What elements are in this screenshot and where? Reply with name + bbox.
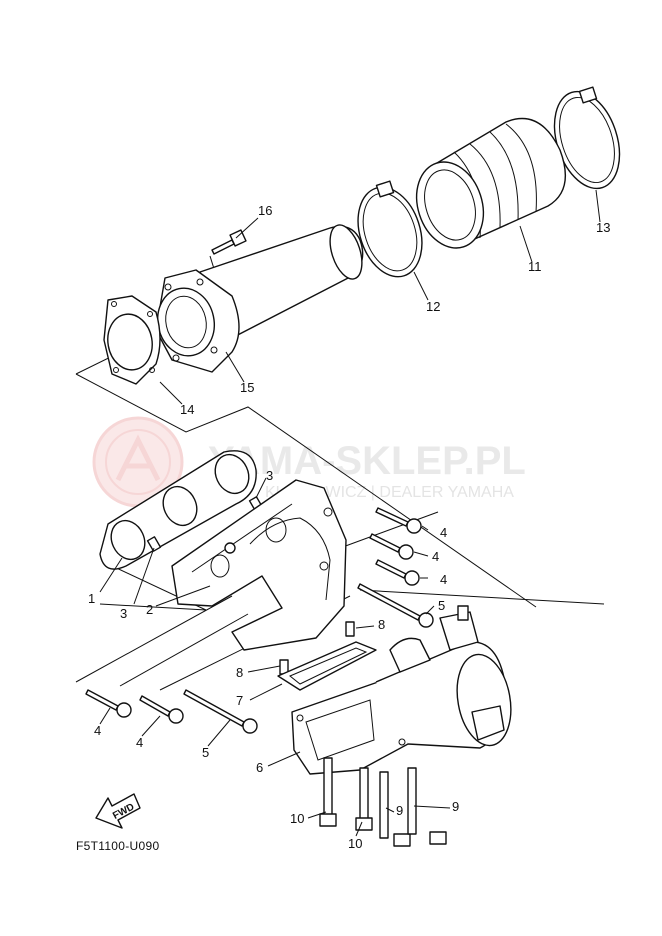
- callout-9-left: 9: [396, 803, 403, 818]
- callout-1: 1: [88, 591, 95, 606]
- bolt-vertical-1: [319, 757, 337, 827]
- callout-12: 12: [426, 299, 440, 314]
- yamaha-tuning-fork-logo: [92, 416, 184, 508]
- callout-16: 16: [258, 203, 272, 218]
- bolt-lower-left-2: [139, 695, 184, 724]
- callout-3-right: 3: [266, 468, 273, 483]
- callout-8-upper: 8: [378, 617, 385, 632]
- hose-clamp-front: [357, 180, 423, 278]
- callout-4-upper-2: 4: [432, 549, 439, 564]
- callout-leaders: [99, 189, 601, 837]
- callout-10-left: 10: [290, 811, 304, 826]
- callout-3-left: 3: [120, 606, 127, 621]
- flange-bolt: [211, 229, 247, 255]
- bolt-upper-1: [375, 507, 422, 534]
- callout-13: 13: [596, 220, 610, 235]
- callout-6: 6: [256, 760, 263, 775]
- callout-4-lower-1: 4: [94, 723, 101, 738]
- callout-14: 14: [180, 402, 194, 417]
- pin-upper: [345, 621, 355, 637]
- callout-10-center: 10: [348, 836, 362, 851]
- exhaust-pipe-gasket: [103, 295, 161, 385]
- callout-4-lower-2: 4: [136, 735, 143, 750]
- dowel-pin-left: [146, 536, 162, 552]
- bolt-vertical-2: [355, 767, 373, 831]
- bolt-upper-3: [375, 559, 420, 586]
- callouts: 16 15 14 13 12 11 3 3 1 2 4 4 4 5 8 8 7 …: [88, 203, 610, 851]
- bolt-lower-left-1: [85, 689, 132, 718]
- manifold-gasket: [99, 450, 257, 570]
- watermark-title: YAMA-SKLEP.PL: [208, 439, 526, 483]
- fwd-arrow-icon: FWD: [95, 793, 141, 829]
- bolt-upper-2: [369, 533, 414, 560]
- callout-7: 7: [236, 693, 243, 708]
- callout-4-upper-1: 4: [440, 525, 447, 540]
- callout-4-upper-3: 4: [440, 572, 447, 587]
- bolt-long-right: [357, 583, 434, 628]
- watermark: YAMA-SKLEP.PL KLIMKOWICZ | DEALER YAMAHA: [92, 416, 526, 508]
- callout-9-right: 9: [452, 799, 459, 814]
- exhaust-rubber-hose: [415, 117, 567, 249]
- muffler-body: [291, 605, 512, 775]
- callout-2: 2: [146, 602, 153, 617]
- callout-8-lower: 8: [236, 665, 243, 680]
- exhaust-manifold: [171, 479, 347, 651]
- bolt-lower-left-long: [183, 689, 258, 734]
- callout-11: 11: [528, 259, 542, 274]
- muffler-gasket: [277, 641, 377, 691]
- diagram-code: F5T1100-U090: [76, 839, 159, 853]
- exhaust-pipe: [155, 224, 364, 373]
- callout-5-lower: 5: [202, 745, 209, 760]
- callout-15: 15: [240, 380, 254, 395]
- callout-5-right: 5: [438, 598, 445, 613]
- hose-clamp-rear: [553, 86, 621, 190]
- bolt-vertical-4: [407, 767, 447, 845]
- bolt-vertical-3: [379, 771, 411, 847]
